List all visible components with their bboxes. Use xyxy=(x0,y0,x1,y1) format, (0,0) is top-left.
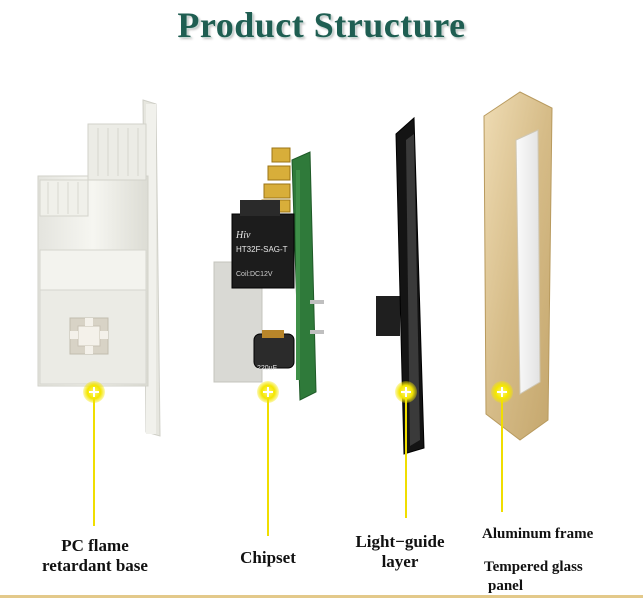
label-tempered-glass: Tempered glass panel xyxy=(484,558,624,596)
label-tempered-glass-line2: panel xyxy=(488,578,524,594)
label-chipset: Chipset xyxy=(218,548,318,568)
relay-brand: Hiv xyxy=(235,230,251,241)
marker-base xyxy=(83,381,105,403)
marker-frame xyxy=(491,381,513,403)
relay-coil: Coil:DC12V xyxy=(236,271,273,278)
pc-base xyxy=(37,99,161,437)
label-pc-base-line1: PC flame xyxy=(61,536,129,555)
label-pc-base: PC flame retardant base xyxy=(20,536,170,576)
label-light-guide-line1: Light−guide xyxy=(355,532,445,551)
marker-chipset xyxy=(257,381,279,403)
chipset: Hiv HT32F-SAG-T Coil:DC12V 220uF xyxy=(213,147,324,401)
capacitor-label: 220uF xyxy=(257,365,277,372)
light-guide-layer xyxy=(376,116,425,455)
label-chipset-line1: Chipset xyxy=(240,548,296,567)
label-aluminum-frame-line1: Aluminum frame xyxy=(482,526,594,542)
marker-light-guide xyxy=(395,381,417,403)
aluminum-frame xyxy=(483,91,553,441)
bottom-strip xyxy=(0,595,643,598)
page-title: Product Structure xyxy=(177,5,466,45)
leader-lines xyxy=(93,392,503,536)
label-tempered-glass-line1: Tempered glass xyxy=(484,559,583,575)
label-pc-base-line2: retardant base xyxy=(42,556,148,575)
label-light-guide: Light−guide layer xyxy=(338,532,462,572)
relay-model: HT32F-SAG-T xyxy=(236,245,288,254)
label-aluminum-frame: Aluminum frame xyxy=(482,524,622,544)
label-light-guide-line2: layer xyxy=(381,552,419,571)
